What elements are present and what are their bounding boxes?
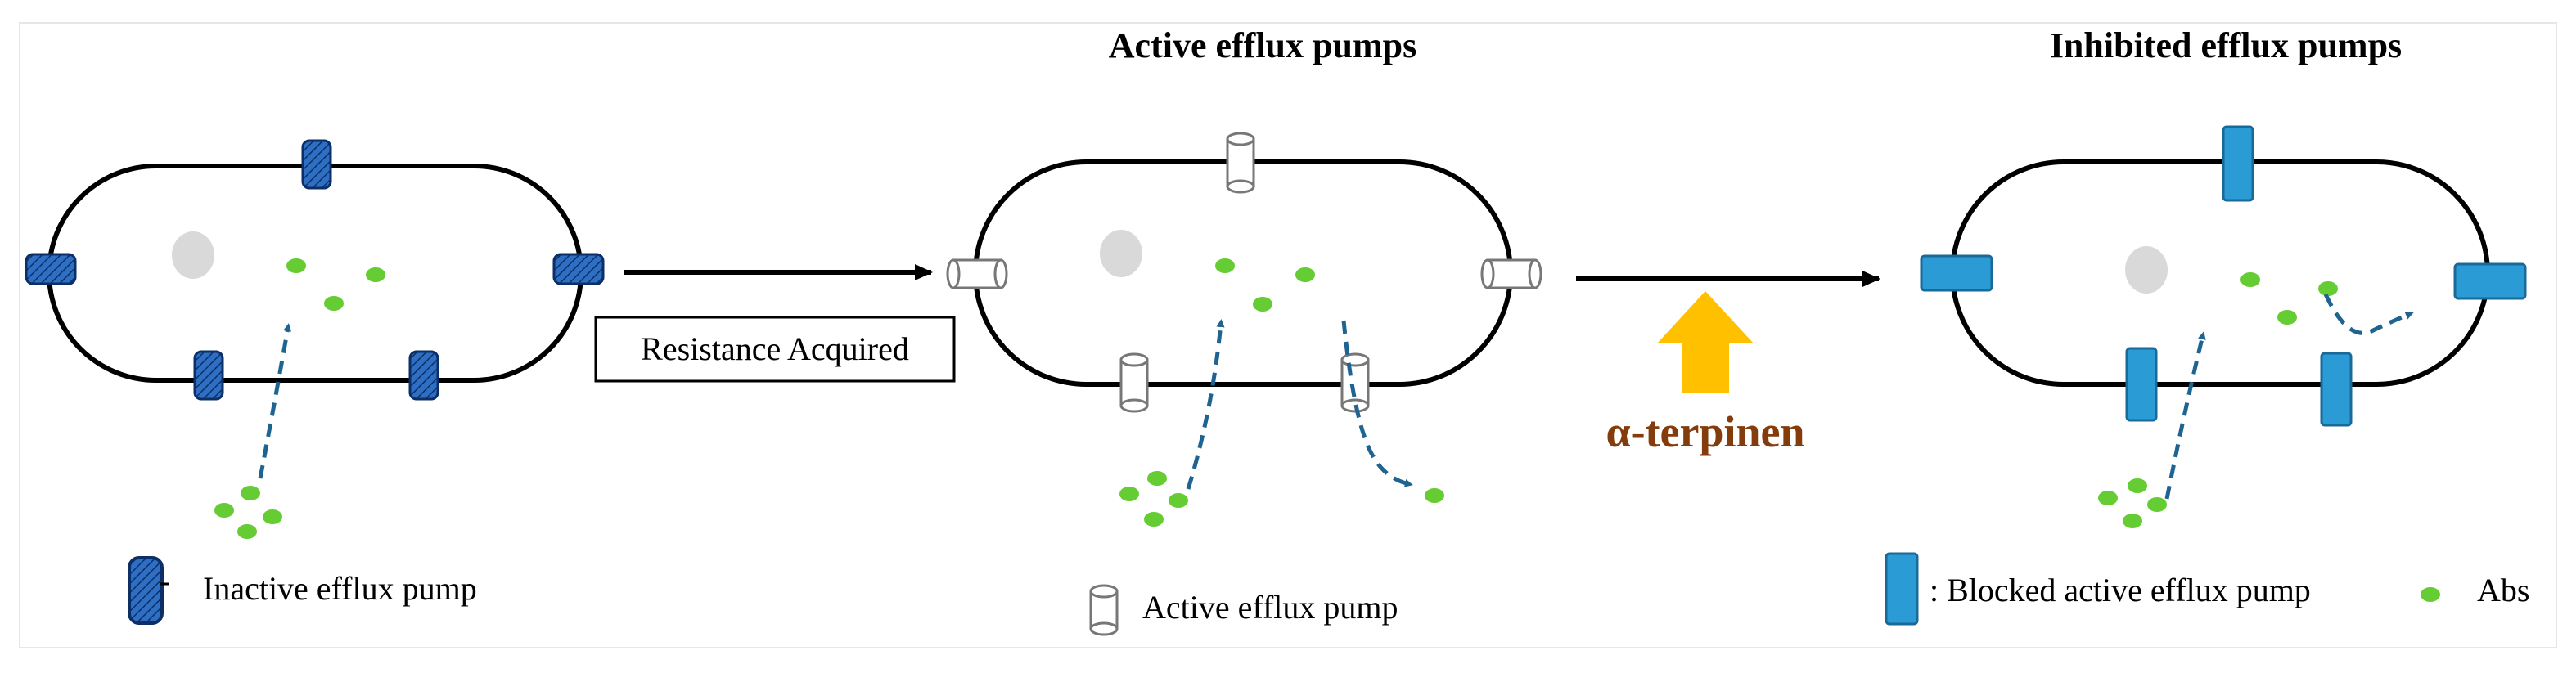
active-pump-icon <box>1089 584 1119 636</box>
drug-label: α-terpinen <box>1605 407 1804 456</box>
antibiotic-dots-inside <box>1215 258 1315 312</box>
antibiotic-dot-icon <box>2421 587 2440 602</box>
cell-inactive <box>25 139 605 539</box>
nucleoid <box>172 231 214 279</box>
cell-membrane <box>973 159 1513 387</box>
antibiotic-dots-outside <box>2098 478 2167 528</box>
resistance-label: Resistance Acquired <box>641 330 909 367</box>
antibiotic-dots-outside <box>1119 471 1444 527</box>
legend-abs: Abs <box>2421 572 2529 608</box>
inactive-pump-icon <box>128 556 169 625</box>
antibiotic-dots-outside <box>214 486 282 539</box>
antibiotic-dots-inside <box>2240 272 2338 325</box>
influx-arrow <box>2164 331 2206 500</box>
nucleoid <box>1100 230 1142 277</box>
blocked-pump-label: : Blocked active efflux pump <box>1930 572 2311 608</box>
active-pump-label: Active efflux pump <box>1142 589 1398 626</box>
blocked-efflux-arrow <box>2323 293 2414 335</box>
cell-membrane <box>47 164 583 383</box>
legend-active: Active efflux pump <box>1089 584 1398 636</box>
inactive-pump <box>25 139 605 401</box>
figure-frame <box>19 22 2557 648</box>
efflux-arrow <box>1341 320 1413 487</box>
cell-inhibited <box>1920 125 2527 528</box>
cell-membrane <box>1950 159 2490 387</box>
inactive-pump-label: Inactive efflux pump <box>203 570 477 607</box>
blocked-pump <box>1920 125 2527 427</box>
abs-label: Abs <box>2477 572 2529 608</box>
nucleoid <box>2125 246 2168 294</box>
antibiotic-dots-inside <box>286 258 385 311</box>
up-arrow-icon <box>1657 291 1754 393</box>
inhibited-pumps-title: Inhibited efflux pumps <box>2050 25 2402 65</box>
influx-arrow <box>258 323 292 479</box>
legend-blocked: : Blocked active efflux pump <box>1885 552 2311 626</box>
cell-active <box>946 132 1542 527</box>
active-pumps-title: Active efflux pumps <box>1109 25 1416 65</box>
legend-inactive: Inactive efflux pump <box>128 556 477 625</box>
blocked-pump-icon <box>1885 552 1919 626</box>
active-pump <box>946 132 1542 413</box>
resistance-box: Resistance Acquired <box>594 316 956 383</box>
